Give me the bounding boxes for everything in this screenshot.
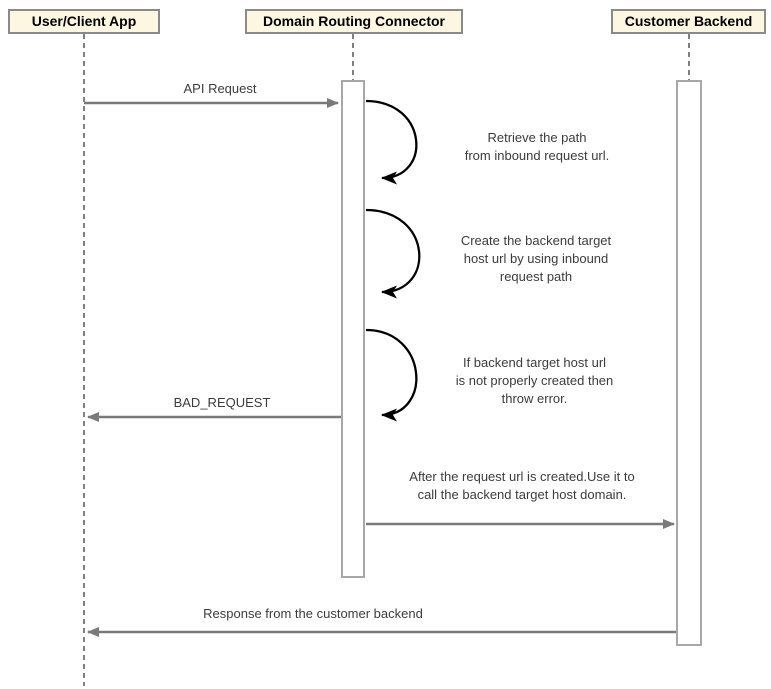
self-call-arrow-retrieve-path	[365, 99, 418, 185]
self-call-arrow-create-target-url	[365, 208, 421, 299]
note-retrieve-path: Retrieve the path from inbound request u…	[464, 130, 610, 163]
activation-bar-backend	[676, 80, 702, 646]
note-backend-call: After the request url is created.Use it …	[409, 469, 635, 502]
participant-label-backend: Customer Backend	[624, 13, 753, 29]
participant-header-connector[interactable]: Domain Routing Connector	[245, 9, 463, 34]
participant-header-backend[interactable]: Customer Backend	[611, 9, 766, 34]
participant-label-user: User/Client App	[31, 13, 137, 29]
self-call-arrow-validate-target-url	[365, 328, 418, 422]
note-validate-target-url: If backend target host url is not proper…	[455, 355, 614, 406]
message-label-bad-request: BAD_REQUEST	[173, 395, 271, 410]
participant-label-connector: Domain Routing Connector	[263, 13, 445, 29]
activation-bar-connector	[341, 80, 365, 578]
participant-header-user[interactable]: User/Client App	[8, 9, 160, 34]
message-label-api-request: API Request	[183, 81, 257, 96]
message-label-backend-response: Response from the customer backend	[203, 606, 423, 621]
note-create-target-url: Create the backend target host url by us…	[460, 233, 612, 284]
